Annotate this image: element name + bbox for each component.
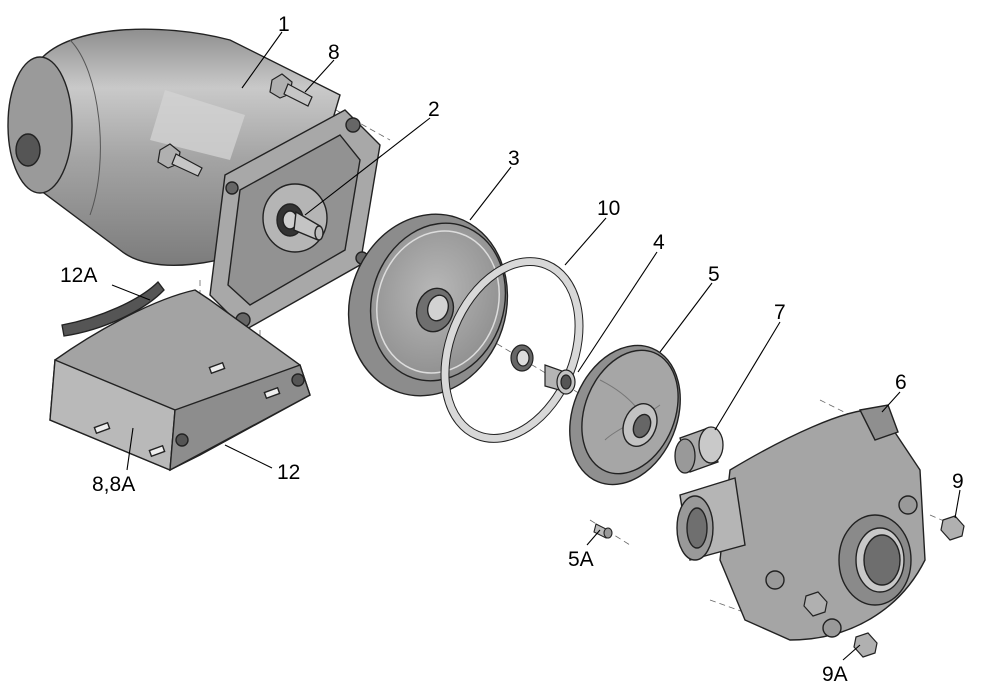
callout-8-8A: 8,8A bbox=[92, 473, 136, 496]
seal-seat bbox=[510, 344, 534, 372]
shaft-seal-part bbox=[276, 203, 324, 241]
callout-8: 8 bbox=[328, 41, 340, 64]
seal-plate-part bbox=[347, 213, 509, 397]
diffuser-ring-part bbox=[544, 364, 576, 395]
callout-1: 1 bbox=[278, 13, 290, 36]
pump-casing-part bbox=[676, 404, 926, 641]
callout-2: 2 bbox=[428, 98, 440, 121]
callout-6: 6 bbox=[895, 371, 907, 394]
plug-9-casing bbox=[803, 591, 828, 617]
callout-9: 9 bbox=[952, 470, 964, 493]
impeller-part bbox=[569, 344, 681, 486]
wear-ring-part bbox=[674, 426, 724, 474]
plug-9A bbox=[853, 632, 878, 658]
callout-7: 7 bbox=[774, 301, 786, 324]
callout-12A: 12A bbox=[60, 264, 98, 287]
callout-12: 12 bbox=[277, 461, 301, 484]
callout-9A: 9A bbox=[822, 663, 848, 686]
callout-5: 5 bbox=[708, 263, 720, 286]
base-bracket-part bbox=[49, 289, 311, 472]
callout-4: 4 bbox=[653, 231, 665, 254]
callout-3: 3 bbox=[508, 147, 520, 170]
plug-9 bbox=[940, 515, 965, 541]
callout-10: 10 bbox=[597, 197, 621, 220]
screw-5A bbox=[593, 523, 613, 539]
bolt-8-upper bbox=[269, 73, 313, 107]
bolt-8-motor bbox=[157, 143, 203, 177]
leader-lines bbox=[111, 31, 961, 661]
mounting-pad-12A bbox=[61, 281, 165, 337]
callout-5A: 5A bbox=[568, 548, 594, 571]
